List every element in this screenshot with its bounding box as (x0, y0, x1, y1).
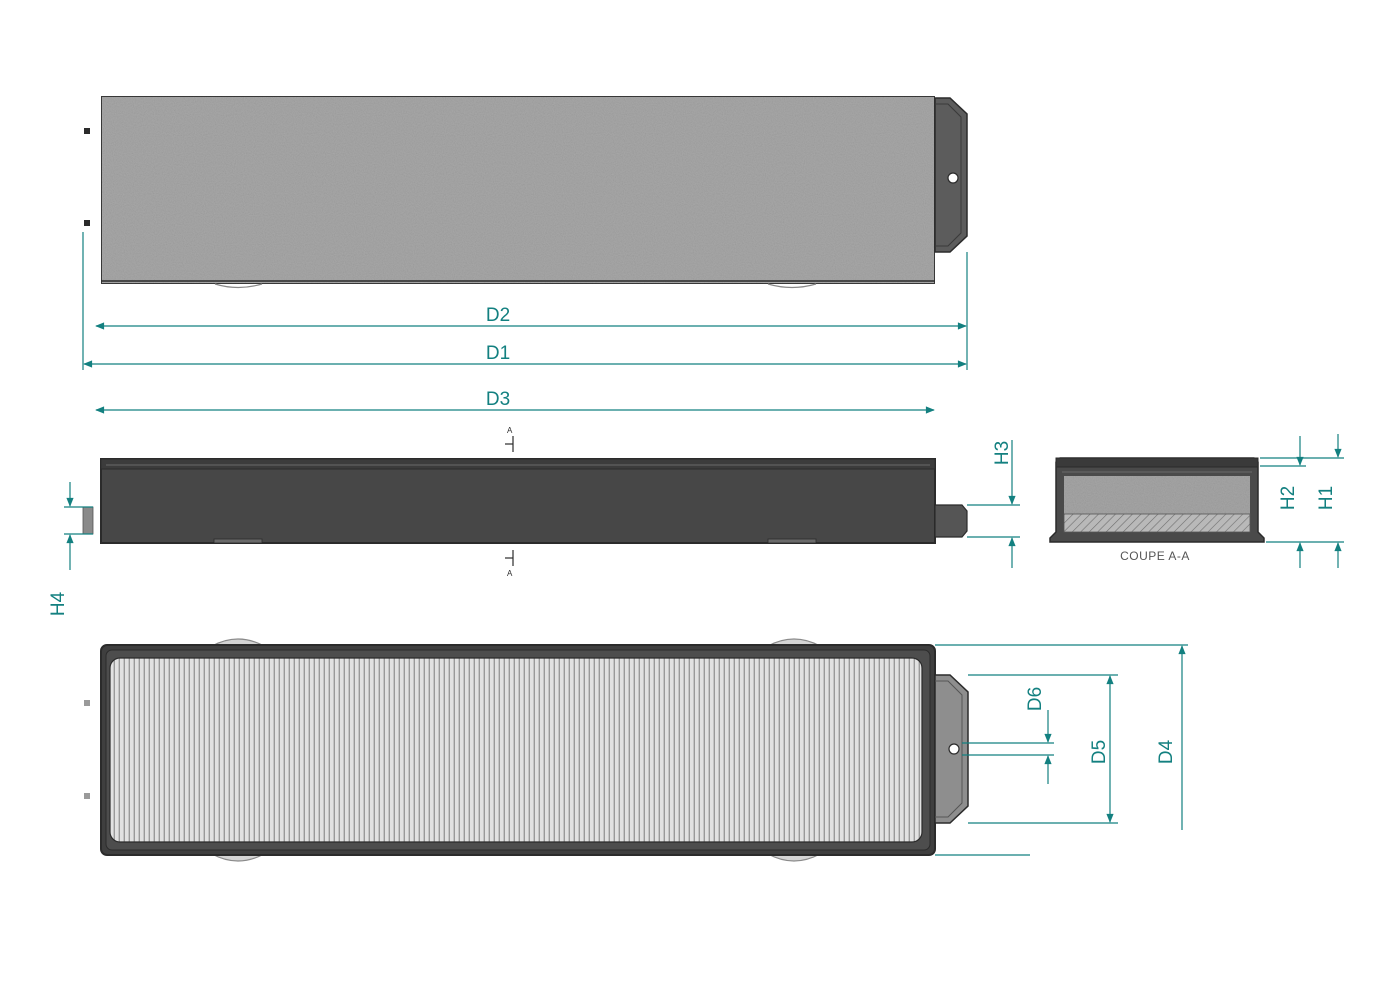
top-view-foot-left (214, 283, 263, 289)
bottom-view-pleats (109, 657, 923, 843)
label-d4: D4 (1156, 739, 1177, 764)
label-d1: D1 (486, 343, 510, 364)
section-lid (1055, 457, 1259, 468)
bottom-view-mount-hole (948, 743, 960, 755)
section-hatch (1063, 513, 1251, 533)
label-d6: D6 (1025, 687, 1046, 711)
side-view-clip (934, 504, 968, 538)
label-d2: D2 (486, 305, 510, 326)
top-view (84, 95, 968, 289)
section-view: COUPE A-A (1049, 457, 1265, 563)
dimensions (64, 232, 1344, 856)
bottom-view-clip-tab-inner (935, 680, 963, 818)
label-h2: H2 (1278, 486, 1299, 510)
bottom-view (84, 638, 969, 862)
label-h1: H1 (1316, 486, 1337, 510)
label-h4: H4 (48, 591, 69, 616)
bottom-view-marker-2 (84, 793, 90, 799)
section-caption: COUPE A-A (1120, 549, 1190, 563)
bottom-view-marker-1 (84, 700, 90, 706)
top-view-mount-hole (947, 172, 959, 184)
top-view-marker-2 (84, 220, 90, 226)
side-view-left-tab (82, 506, 94, 535)
section-mark-bottom: A (507, 569, 513, 578)
label-d3: D3 (486, 389, 510, 410)
side-view-lid (100, 458, 936, 470)
label-h3: H3 (992, 441, 1013, 465)
top-view-clip-tab-inner (935, 103, 962, 247)
side-view: A A (82, 426, 968, 578)
dimension-labels: D2 D1 D3 H3 H4 H2 H1 D6 D5 D4 (48, 305, 1337, 764)
side-view-foot-right (767, 538, 817, 544)
top-view-foot-right (767, 283, 817, 289)
top-view-body (100, 95, 936, 285)
section-media (1064, 476, 1250, 514)
section-mark-top: A (507, 426, 513, 435)
label-d5: D5 (1089, 740, 1110, 764)
side-view-body (100, 458, 936, 544)
side-view-foot-left (213, 538, 263, 544)
top-view-marker-1 (84, 128, 90, 134)
